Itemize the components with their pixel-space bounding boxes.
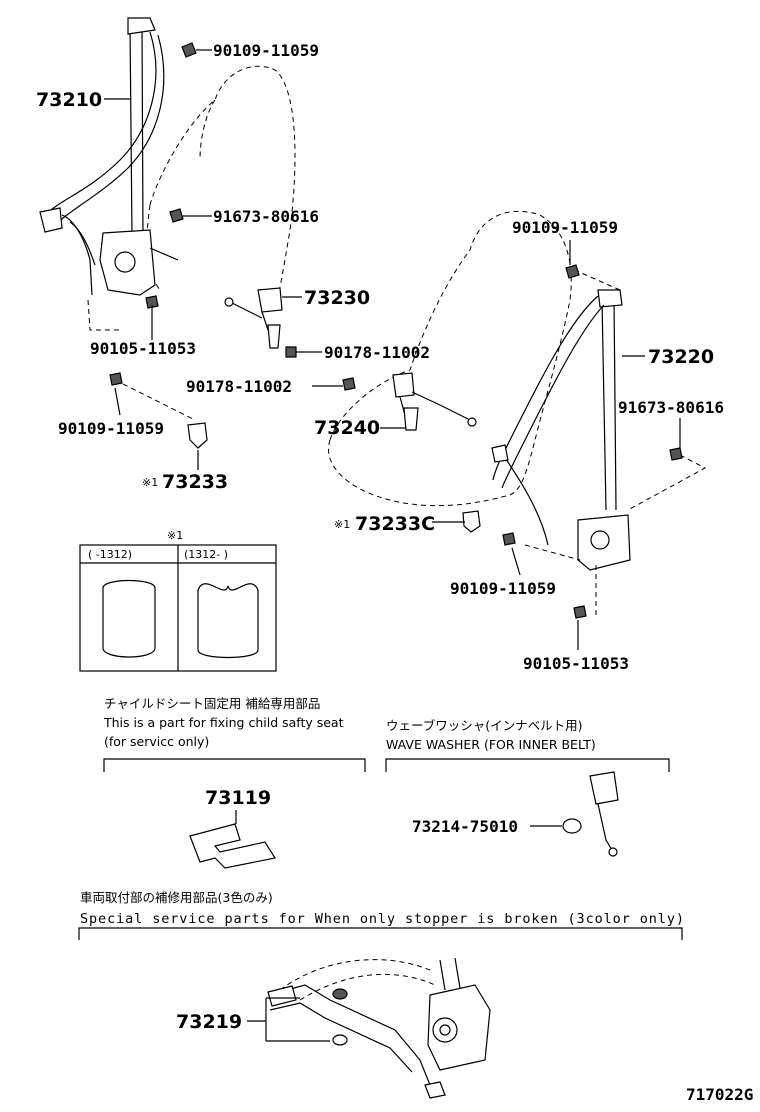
table-col1-header: ( -1312) [88,548,132,561]
label-73240: 73240 [314,417,380,439]
label-90105-left: 90105-11053 [90,339,196,358]
buckle-73230 [224,287,283,349]
left-seat-outline [146,65,296,311]
table-mark: ※1 [167,529,183,542]
label-90109-top: 90109-11059 [213,41,319,60]
label-73230: 73230 [304,287,370,309]
child-seat-en2: (for servicc only) [104,734,209,749]
label-73214: 73214-75010 [412,817,518,836]
label-91673-right: 91673-80616 [618,398,724,417]
child-seat-plate-73119 [189,810,276,869]
label-73119: 73119 [205,787,271,809]
wave-washer-en: WAVE WASHER (FOR INNER BELT) [386,737,596,752]
label-73233: 73233 [162,471,228,493]
label-73220: 73220 [648,346,714,368]
label-91673-left: 91673-80616 [213,207,319,226]
right-seat-outline [328,210,572,507]
left-fasteners [109,42,297,449]
label-90109-left: 90109-11059 [58,419,164,438]
child-seat-en1: This is a part for fixing child safty se… [103,715,344,730]
label-90178-a: 90178-11002 [324,343,430,362]
right-seat-belt-assembly [491,267,707,618]
drawing-number: 717022G [686,1085,753,1104]
section-brackets [78,758,683,940]
label-73219: 73219 [176,1011,242,1033]
leader-lines [104,49,681,650]
left-seat-belt-assembly [39,17,196,421]
label-90105-right: 90105-11053 [523,654,629,673]
wave-washer-73214 [530,771,619,857]
mark-73233: ※1 [142,476,158,489]
label-90109-right-bottom: 90109-11059 [450,579,556,598]
wave-washer-jp: ウェーブワッシャ(インナベルト用) [386,718,583,733]
buckle-73240 [392,372,477,431]
variant-table [79,544,277,672]
label-73210: 73210 [36,89,102,111]
label-90109-right-top: 90109-11059 [512,218,618,237]
label-73233c: 73233C [355,513,435,535]
mark-73233c: ※1 [334,518,350,531]
stopper-assembly-73219 [247,957,491,1099]
table-col2-header: (1312- ) [184,548,228,561]
label-90178-b: 90178-11002 [186,377,292,396]
child-seat-jp: チャイルドシート固定用 補給専用部品 [104,696,320,711]
special-service-jp: 車両取付部の補修用部品(3色のみ) [80,890,273,905]
right-fasteners [342,264,683,619]
special-service-en: Special service parts for When only stop… [80,911,684,927]
